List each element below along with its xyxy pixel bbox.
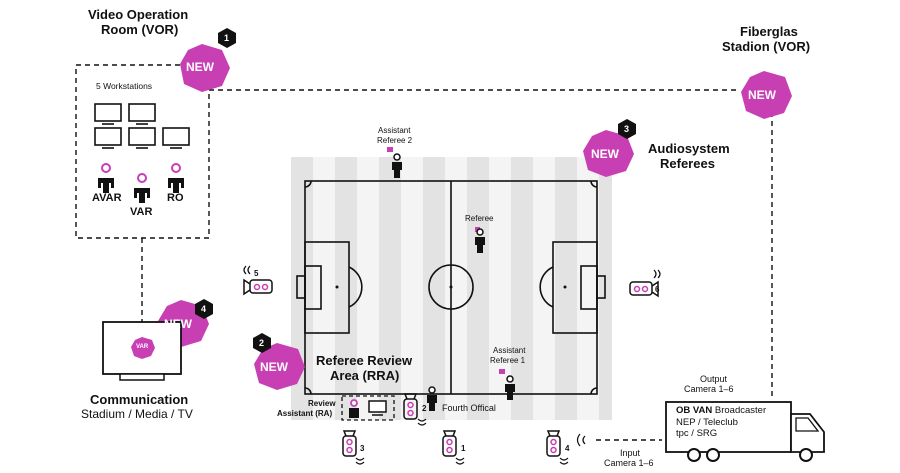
input-line2: Camera 1–6 xyxy=(604,458,654,468)
camera-1-number: 1 xyxy=(461,444,466,453)
badge-number-2: 2 xyxy=(259,338,265,348)
audio-line1: Audiosystem xyxy=(648,141,730,156)
output-line2: Camera 1–6 xyxy=(684,384,734,394)
workstation-monitors-icon xyxy=(94,103,190,149)
new-label-2: NEW xyxy=(260,360,288,374)
ob-van-line2: NEP / Teleclub xyxy=(676,417,738,428)
fourth-official-icon xyxy=(427,386,437,411)
avar-person-icon xyxy=(98,163,114,193)
fiberglas-line2: Stadion (VOR) xyxy=(722,39,811,54)
new-label-1: NEW xyxy=(186,60,214,74)
fiberglas-line1: Fiberglas xyxy=(740,24,798,39)
connection-lines xyxy=(75,64,773,441)
camera-4-icon xyxy=(546,430,561,457)
fourth-official-label: Fourth Offical xyxy=(442,403,496,413)
role-ro: RO xyxy=(167,192,184,204)
role-var: VAR xyxy=(130,206,153,218)
rra-line2: Area (RRA) xyxy=(330,368,400,383)
badge-number-4: 4 xyxy=(201,304,207,314)
camera-4-number: 4 xyxy=(565,444,570,453)
referee-label: Referee xyxy=(465,214,494,223)
assistant-referee-2-line2: Referee 2 xyxy=(377,136,413,145)
camera-5-icon xyxy=(243,278,273,296)
camera-2-icon xyxy=(403,393,418,420)
communication-screen-icon xyxy=(102,321,182,381)
camera-1-icon xyxy=(442,430,457,457)
new-badge-fiberglas xyxy=(741,71,792,119)
audio-line2: Referees xyxy=(660,156,715,171)
assistant-referee-1-line2: Referee 1 xyxy=(490,356,526,365)
new-badge-2 xyxy=(253,333,305,390)
ob-van-title-line: OB VAN Broadcaster xyxy=(676,405,766,416)
new-badge-3 xyxy=(583,119,636,177)
role-avar: AVAR xyxy=(92,192,122,204)
vor-title-line1: Video Operation xyxy=(88,7,189,22)
output-line1: Output xyxy=(700,374,728,384)
communication-subtitle: Stadium / Media / TV xyxy=(81,407,193,421)
ob-van-line3: tpc / SRG xyxy=(676,428,718,439)
new-label-3: NEW xyxy=(591,147,619,161)
input-line1: Input xyxy=(620,448,641,458)
camera-3-number: 3 xyxy=(360,444,365,453)
communication-screen-label: VAR xyxy=(136,344,149,350)
review-assistant-area xyxy=(341,395,395,421)
workstations-label: 5 Workstations xyxy=(96,81,153,91)
badge-number-3: 3 xyxy=(624,124,630,134)
camera-6-icon xyxy=(629,280,659,298)
review-assistant-line2: Assistant (RA) xyxy=(277,409,333,418)
camera-2-number: 2 xyxy=(422,404,427,413)
ro-person-icon xyxy=(168,163,184,193)
signal-wave-icons xyxy=(243,265,661,465)
new-badge-1 xyxy=(180,28,236,92)
referee-icon xyxy=(475,227,485,253)
badge-number-1: 1 xyxy=(224,33,230,43)
camera-3-icon xyxy=(342,430,357,457)
var-person-icon xyxy=(134,173,150,203)
pitch xyxy=(291,157,612,420)
ob-van-title: OB VAN xyxy=(676,405,713,416)
camera-5-number: 5 xyxy=(254,269,259,278)
ob-van-truck-icon xyxy=(665,401,825,462)
vor-title-line2: Room (VOR) xyxy=(101,22,179,37)
rra-line1: Referee Review xyxy=(316,353,413,368)
assistant-referee-1-icon xyxy=(499,369,515,400)
new-label-fiberglas: NEW xyxy=(748,88,776,102)
communication-title: Communication xyxy=(90,392,189,407)
assistant-referee-1-line1: Assistant xyxy=(493,346,526,355)
assistant-referee-2-icon xyxy=(387,147,402,178)
new-label-4: NEW xyxy=(164,317,192,331)
ob-van-broadcaster: Broadcaster xyxy=(714,405,767,416)
assistant-referee-2-line1: Assistant xyxy=(378,126,411,135)
camera-6-number: 6 xyxy=(655,285,660,294)
review-assistant-line1: Review xyxy=(308,399,336,408)
